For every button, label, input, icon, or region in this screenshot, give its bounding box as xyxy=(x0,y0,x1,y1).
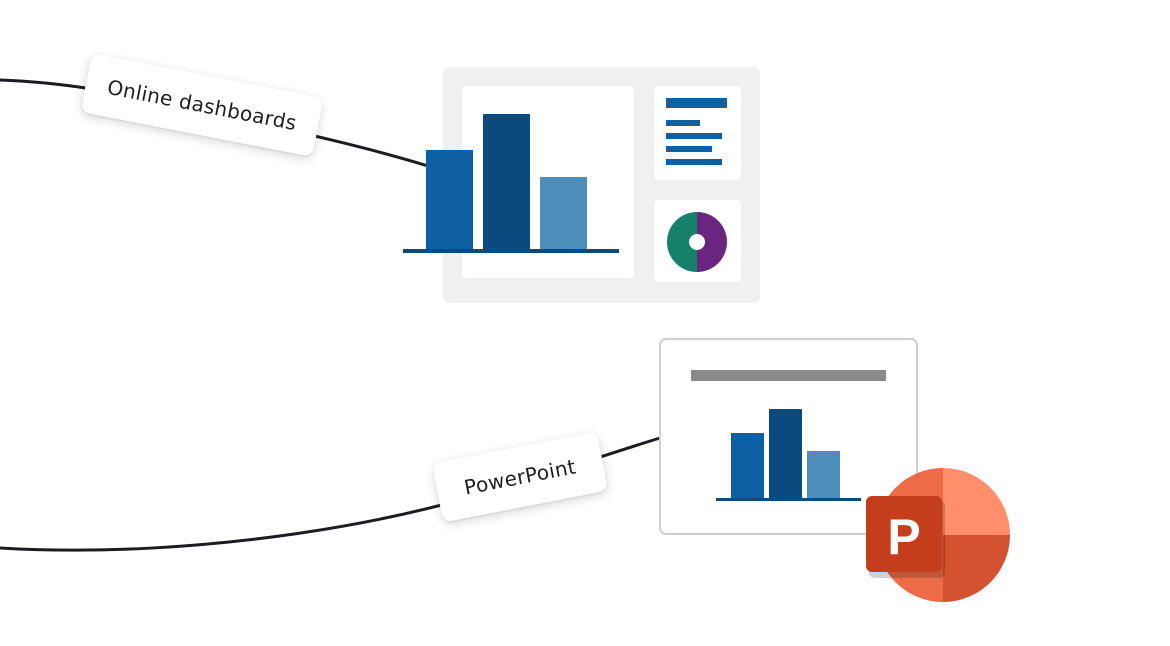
text-line-icon xyxy=(666,120,700,126)
slide-bar xyxy=(807,451,840,500)
text-line-icon xyxy=(666,133,722,139)
powerpoint-letter: P xyxy=(887,509,920,565)
text-line-icon xyxy=(666,146,712,152)
text-line-icon xyxy=(666,98,727,108)
dashboard-bar xyxy=(483,114,530,250)
powerpoint-text: PowerPoint xyxy=(462,454,578,500)
text-line-icon xyxy=(666,159,722,165)
powerpoint-letter-square xyxy=(866,496,942,572)
dashboard-bar xyxy=(540,177,587,250)
slide-icon xyxy=(659,338,918,535)
slide-bar xyxy=(731,433,764,500)
dashboard-panel-icon xyxy=(403,67,760,303)
slide-chart-baseline xyxy=(716,498,861,501)
dashboard-bar xyxy=(426,150,473,250)
slide-title-bar xyxy=(691,370,886,381)
powerpoint-logo-icon: P xyxy=(866,468,1010,602)
donut-chart-icon xyxy=(667,212,727,272)
slide-bar xyxy=(769,409,802,500)
dashboard-chart-baseline xyxy=(403,249,619,253)
